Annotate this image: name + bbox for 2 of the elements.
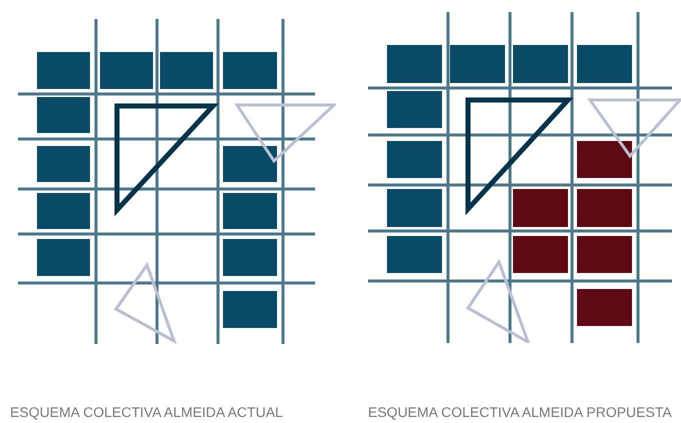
caption: ESQUEMA COLECTIVA ALMEIDA PROPUESTA bbox=[368, 403, 672, 422]
caption: ESQUEMA COLECTIVA ALMEIDA ACTUAL bbox=[10, 403, 283, 422]
